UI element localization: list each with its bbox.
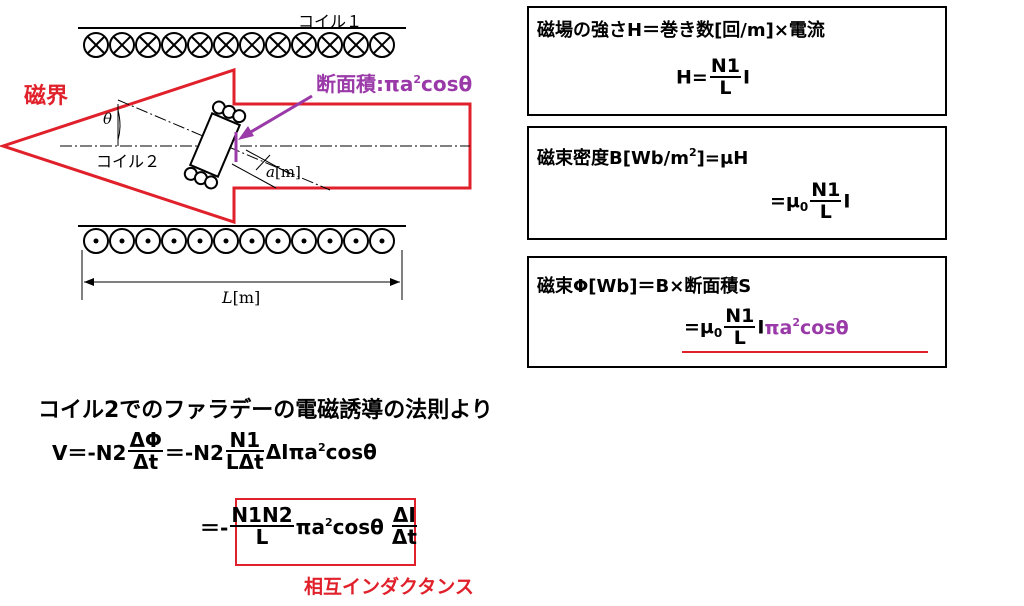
length-label: L[m] <box>222 288 260 307</box>
b-mu-sub: 0 <box>799 199 809 214</box>
b-def-sup: 2 <box>689 146 697 159</box>
radius-label: a[m] <box>266 163 301 181</box>
area-pointer-arrow <box>243 94 313 138</box>
line1-frac-numerator: N1 <box>225 430 264 452</box>
flux-underline <box>682 351 928 353</box>
mutual-numerator: N1N2 <box>230 503 294 527</box>
area-text: 断面積:πa <box>316 72 414 96</box>
coil1-dot-windings <box>83 228 395 254</box>
line1-frac-denominator: LΔt <box>225 450 264 474</box>
h-numerator: N1 <box>709 55 741 78</box>
phi-mu-sub: 0 <box>713 325 723 340</box>
phi-area: πa <box>764 317 793 339</box>
line1-sup: 2 <box>317 440 326 454</box>
line1-mid: ＝-N2 <box>164 441 224 465</box>
theta-arc <box>117 109 121 141</box>
phi-area-cos: cosθ <box>799 317 849 339</box>
area-exponent: 2 <box>413 73 421 86</box>
cross-section-area-label: 断面積:πa2cosθ <box>316 68 472 97</box>
di-numerator: ΔI <box>391 503 417 527</box>
h-equals: H= <box>676 66 708 89</box>
b-def-a: 磁束密度B[Wb/m <box>537 148 690 169</box>
b-current: I <box>843 190 851 213</box>
faraday-heading: コイル2でのファラデーの電磁誘導の法則より <box>38 398 493 423</box>
mutual-inductance-box <box>235 498 416 566</box>
b-equals-mu: =μ <box>770 189 800 212</box>
coil2 <box>183 100 247 190</box>
dphi-numerator: ΔΦ <box>128 428 163 452</box>
phi-current: I <box>757 316 765 339</box>
line2-lhs: ＝- <box>200 516 229 540</box>
magnetic-flux-box <box>527 256 947 368</box>
magnetic-flux-definition: 磁束Φ[Wb]＝B×断面積S <box>537 276 752 297</box>
theta-label: θ <box>103 110 113 128</box>
solenoid-diagram <box>0 27 472 300</box>
line2-sup: 2 <box>324 515 333 529</box>
phi-equals-mu: =μ <box>684 315 714 338</box>
mutual-inductance-label: 相互インダクタンス <box>304 576 474 598</box>
length-unit: [m] <box>232 288 261 307</box>
radius-unit: [m] <box>274 163 301 181</box>
coil1-cross-windings <box>83 32 395 58</box>
b-def-b: ]=μH <box>696 148 749 169</box>
phi-numerator: N1 <box>724 305 756 328</box>
line1-tail2: cosθ <box>325 439 377 464</box>
radius-dimension-line <box>255 154 271 171</box>
di-denominator: Δt <box>391 525 417 549</box>
b-denominator: L <box>819 201 832 223</box>
flux-density-definition: 磁束密度B[Wb/m2]=μH <box>537 144 748 170</box>
mutual-denominator: L <box>255 525 269 549</box>
magnetic-field-label: 磁界 <box>24 84 69 109</box>
line2-area: πa <box>295 514 325 539</box>
field-strength-box <box>527 6 947 116</box>
area-cos: cosθ <box>420 72 473 96</box>
phi-area-sup: 2 <box>792 316 800 329</box>
flux-density-box <box>527 126 947 240</box>
radius-symbol: a <box>266 163 275 181</box>
v-lhs: V＝-N2 <box>52 441 127 465</box>
h-denominator: L <box>719 77 732 99</box>
coil2-label: コイル２ <box>96 152 161 171</box>
dphi-denominator: Δt <box>133 450 159 474</box>
coil1-label: コイル１ <box>298 12 363 31</box>
phi-denominator: L <box>733 327 746 349</box>
line1-tail: ΔIπa <box>265 439 318 464</box>
length-symbol: L <box>222 288 233 307</box>
h-current: I <box>742 66 751 89</box>
field-strength-definition: 磁場の強さH＝巻き数[回/m]×電流 <box>537 20 825 41</box>
line2-cos: cosθ <box>332 514 384 539</box>
b-numerator: N1 <box>810 179 842 202</box>
